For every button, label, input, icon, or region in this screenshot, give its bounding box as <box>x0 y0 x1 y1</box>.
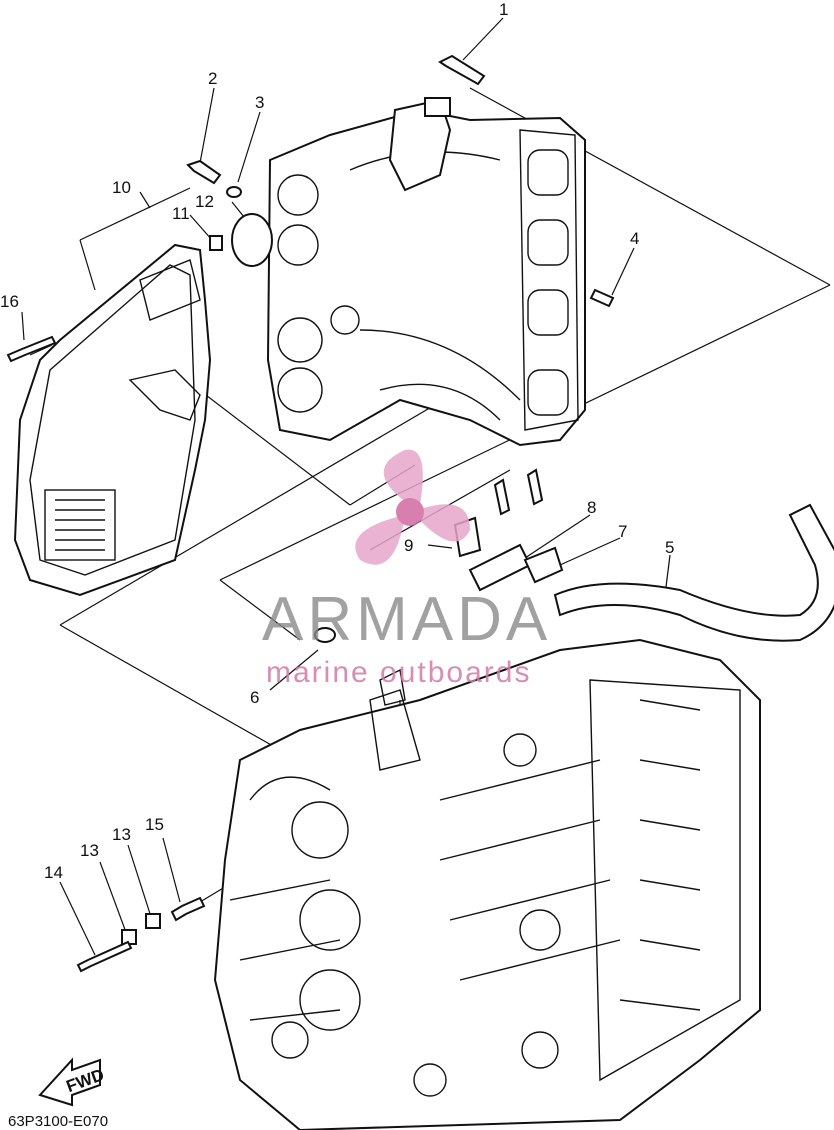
callout-13-collar-a: 13 <box>80 841 99 860</box>
watermark-tagline: marine outboards <box>266 656 531 689</box>
cylinder-block <box>213 638 761 1130</box>
callout-4: 4 <box>630 229 639 248</box>
callout-10: 10 <box>112 178 131 197</box>
intake-manifold-assembly <box>266 97 586 447</box>
small-hardware <box>6 54 615 973</box>
callout-labels: 1 2 3 4 5 6 7 8 9 10 11 12 13 13 14 15 1… <box>0 0 674 882</box>
watermark: ARMADA marine outboards <box>262 449 551 689</box>
watermark-brand: ARMADA <box>262 585 551 654</box>
propeller-logo <box>355 449 470 565</box>
hose <box>553 503 834 642</box>
callout-15: 15 <box>145 815 164 834</box>
callout-2: 2 <box>208 69 217 88</box>
diagram-code: 63P3100-E070 <box>8 1113 108 1130</box>
intake-silencer-cover <box>13 243 212 597</box>
callout-13-collar-b: 13 <box>112 825 131 844</box>
callout-8: 8 <box>587 498 596 517</box>
callout-11: 11 <box>172 204 190 223</box>
forward-direction-arrow: FWD <box>38 1057 107 1107</box>
callout-3: 3 <box>255 93 264 112</box>
callout-6: 6 <box>250 688 259 707</box>
callout-9: 9 <box>404 536 413 555</box>
callout-16: 16 <box>0 292 19 311</box>
callout-1: 1 <box>499 0 508 19</box>
callout-14: 14 <box>44 863 63 882</box>
callout-12: 12 <box>195 192 214 211</box>
callout-5: 5 <box>665 538 674 557</box>
callout-7: 7 <box>618 522 627 541</box>
